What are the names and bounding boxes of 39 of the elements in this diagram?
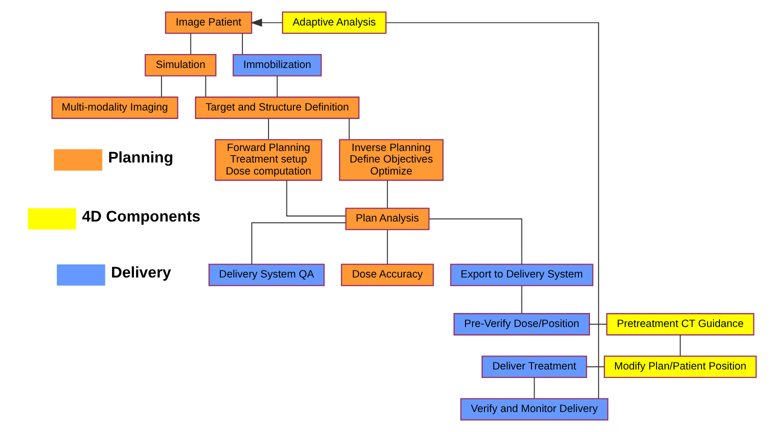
connector	[251, 222, 346, 265]
connector	[428, 218, 522, 265]
node-box: Modify Plan/Patient Position	[604, 356, 757, 378]
node-box: Deliver Treatment	[482, 356, 588, 378]
node-box: Target and Structure Definition	[194, 96, 360, 119]
legend-label: Planning	[108, 150, 174, 167]
node-box: Pre-Verify Dose/Position	[454, 313, 590, 336]
node-box: Adaptive Analysis	[282, 11, 387, 34]
node-box: Immobilization	[232, 54, 322, 76]
node-box: Pretreatment CT Guidance	[606, 313, 754, 336]
legend-label: Delivery	[110, 264, 172, 282]
node-box: Multi-modality Imaging	[51, 96, 178, 119]
connector	[268, 118, 269, 140]
node-box: Image Patient	[165, 11, 252, 34]
connector	[286, 180, 346, 216]
arrow	[250, 18, 283, 27]
connector	[276, 75, 278, 98]
node-box: Dose Accuracy	[340, 264, 434, 286]
connector	[386, 229, 388, 265]
connector	[242, 32, 243, 55]
node-box: Simulation	[144, 54, 216, 76]
connector	[190, 32, 192, 55]
node-box: Inverse Planning Define Objectives Optimize	[338, 139, 444, 181]
connector	[534, 377, 535, 399]
node-box: Verify and Monitor Delivery	[460, 398, 608, 421]
connector	[386, 180, 388, 209]
node-box: Export to Delivery System	[450, 264, 594, 286]
legend-label: 4D Components	[82, 208, 200, 226]
connector	[348, 118, 350, 140]
connector	[680, 334, 681, 356]
connector	[586, 366, 605, 368]
connector	[588, 324, 608, 325]
node-box: Forward Planning Treatment setup Dose computation	[214, 139, 322, 181]
connector	[160, 75, 162, 98]
connector	[521, 285, 522, 314]
connector	[205, 75, 206, 98]
node-box: Delivery System QA	[208, 264, 325, 286]
connector	[386, 22, 600, 400]
node-box: Plan Analysis	[345, 208, 430, 230]
